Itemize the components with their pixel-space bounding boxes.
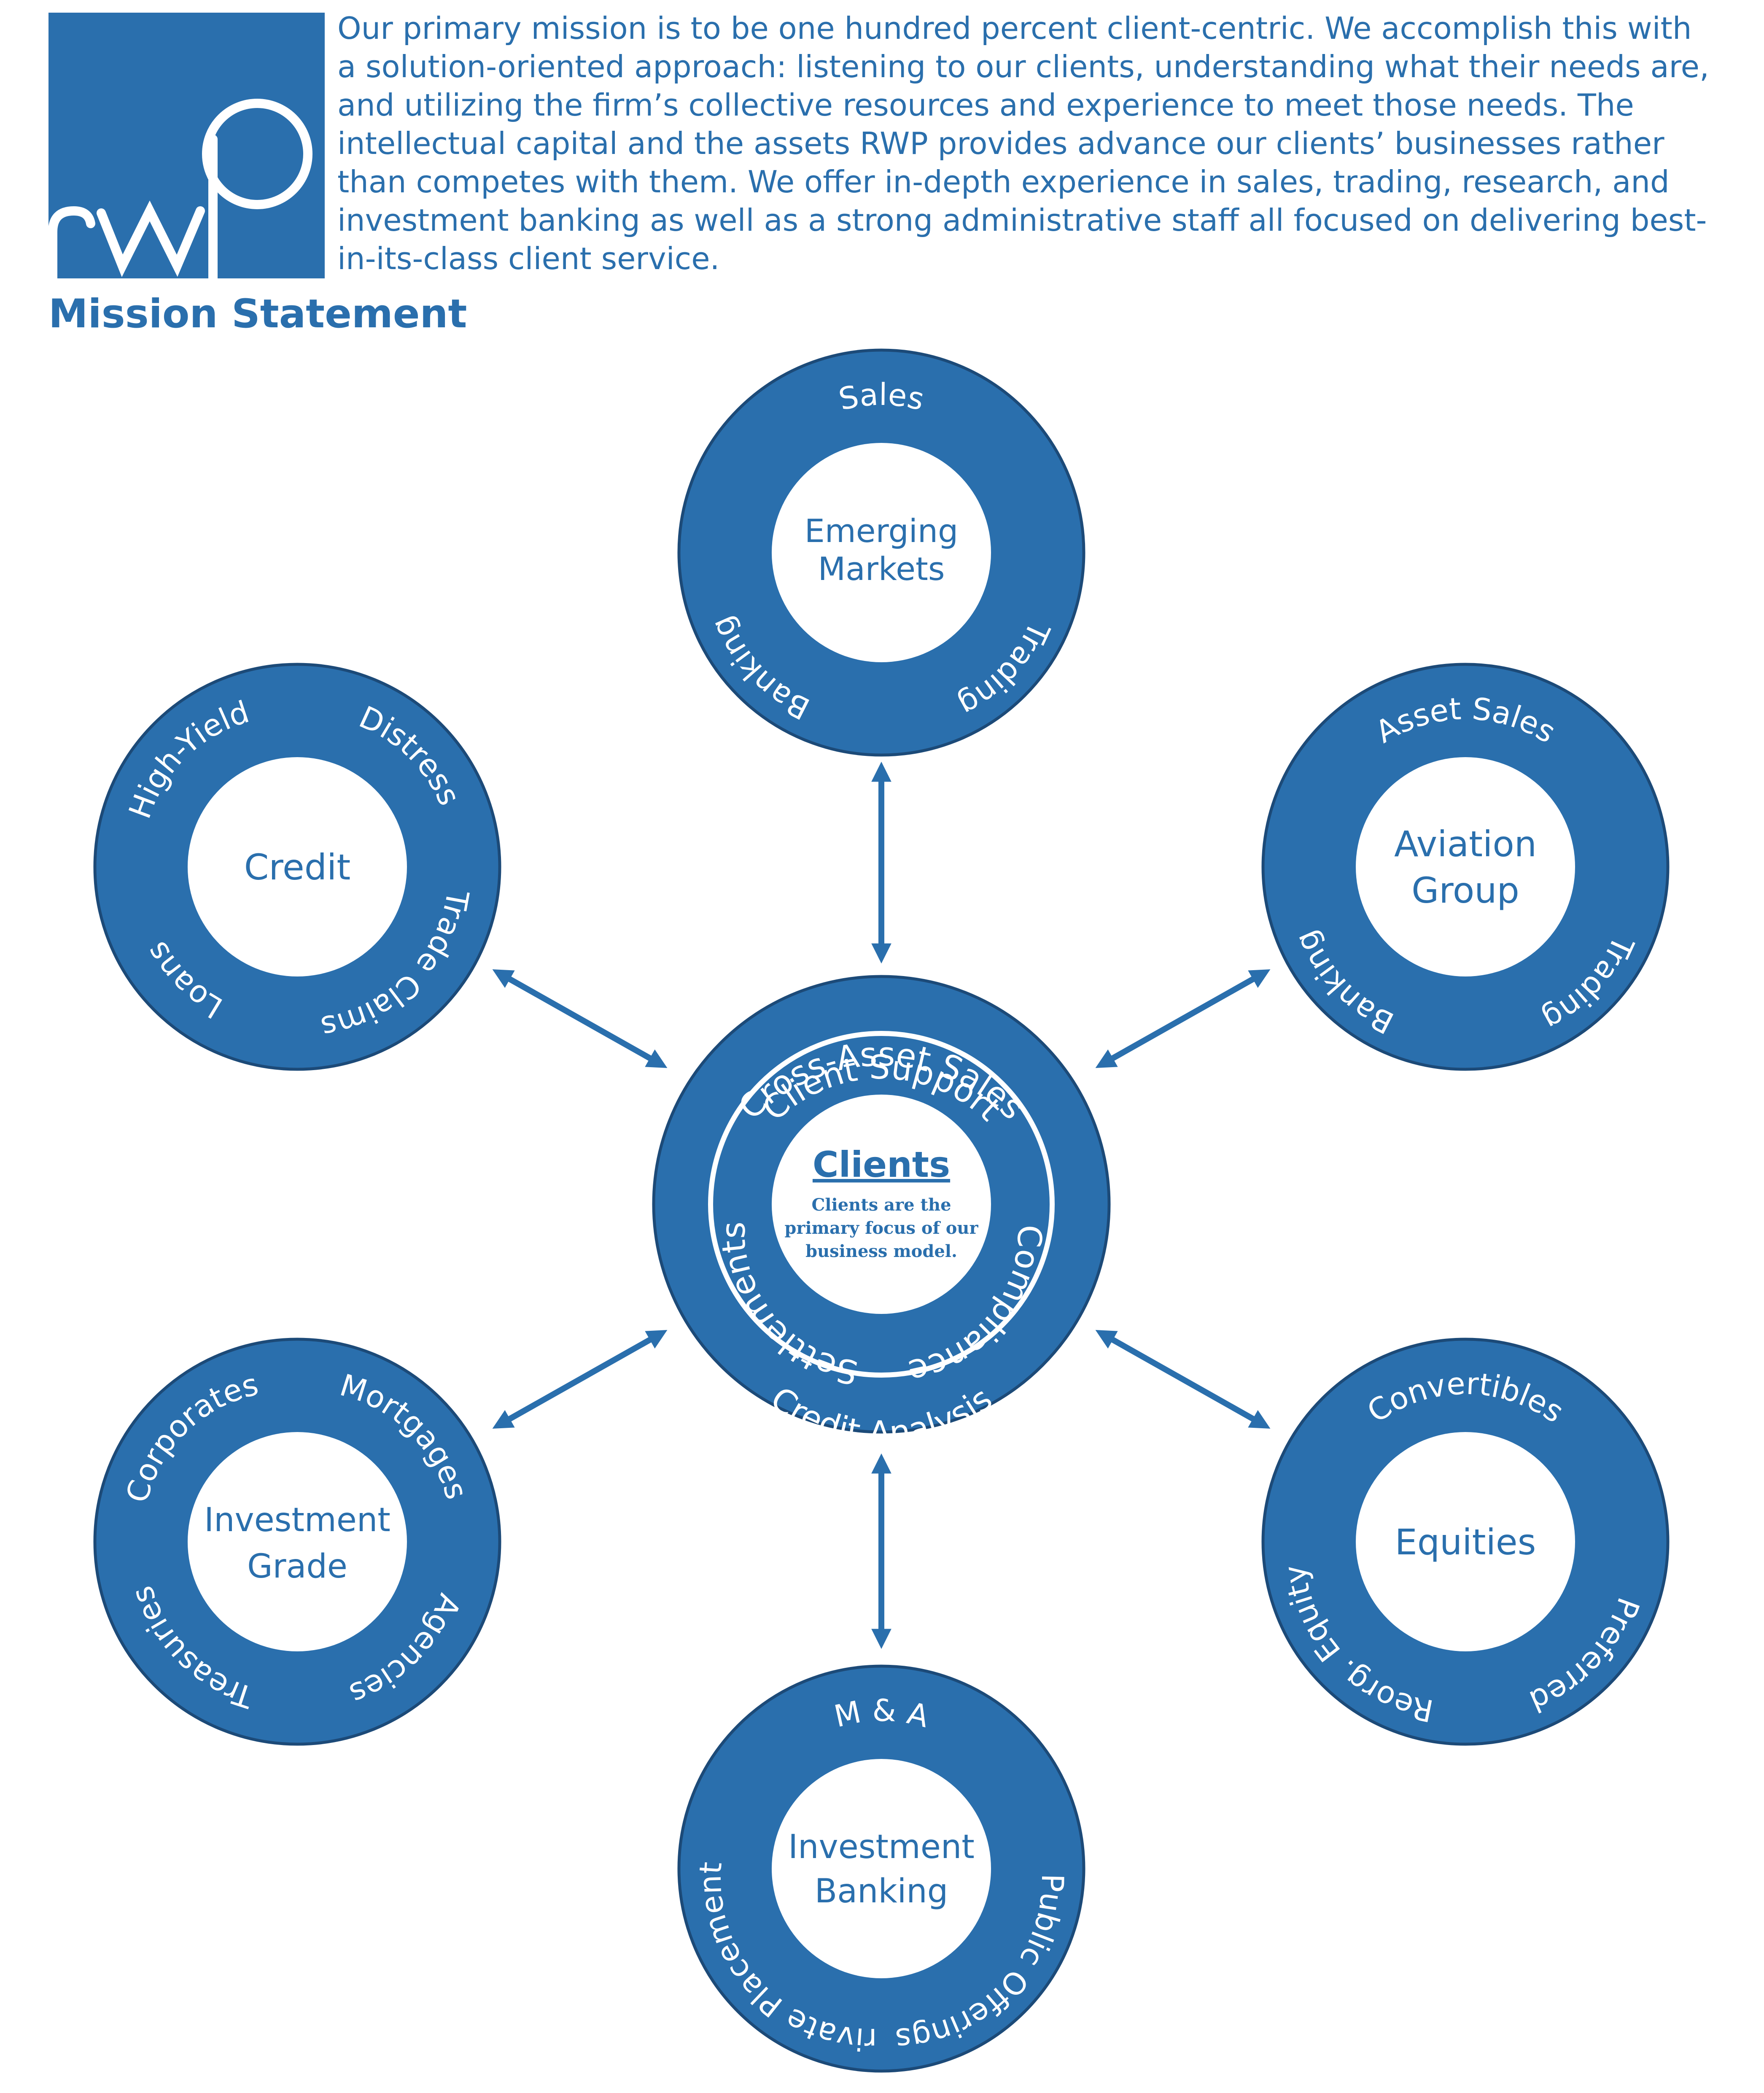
- center-description-line: primary focus of our: [784, 1218, 978, 1238]
- core: [772, 1759, 991, 1978]
- satellite-aviation-group: Asset Sales Banking Trading Aviation Gro…: [1261, 663, 1670, 1071]
- core-title-line: Banking: [815, 1872, 948, 1910]
- core: [188, 757, 407, 976]
- core-title-line: Group: [1411, 870, 1519, 911]
- arrow-investment-grade: [492, 1330, 668, 1429]
- satellite-credit: High-Yield Distress Loans Trade Claims C…: [93, 663, 501, 1071]
- core: [1356, 757, 1575, 976]
- core-title-line: Investment: [204, 1501, 391, 1539]
- center-clients: Cross-Asset Sales Credit Analysis Client…: [652, 975, 1111, 1452]
- core-title-line: Credit: [244, 847, 351, 888]
- satellite-investment-grade: Corporates Mortgages Treasuries Agencies…: [93, 1338, 501, 1746]
- core-title-line: Markets: [818, 550, 945, 588]
- logo-mark: [48, 99, 312, 278]
- satellite-equities: Convertibles Reorg. Equity Preferred Equ…: [1261, 1338, 1670, 1746]
- core-title-line: Equities: [1395, 1521, 1536, 1563]
- center-title: Clients: [813, 1144, 950, 1185]
- ring-label-top: Sales: [835, 377, 927, 418]
- center-divider-ring: [708, 1031, 1055, 1378]
- core: [1356, 1432, 1575, 1651]
- rwp-logo: [48, 13, 325, 278]
- core-title-line: Aviation: [1394, 823, 1537, 865]
- arrow-equities: [1095, 1330, 1271, 1429]
- center-description-line: Clients are the: [811, 1195, 951, 1215]
- connector-arrows: [492, 761, 1271, 1649]
- core-title-line: Grade: [247, 1548, 347, 1586]
- center-core: [772, 1095, 991, 1314]
- arrow-aviation-group: [1095, 969, 1271, 1068]
- core: [772, 443, 991, 662]
- mission-heading: Mission Statement: [48, 291, 467, 337]
- core: [188, 1432, 407, 1651]
- core-title-line: Investment: [788, 1828, 975, 1866]
- satellite-emerging-markets: Sales Banking Trading Emerging Markets: [677, 348, 1085, 757]
- arrow-credit: [492, 969, 668, 1068]
- mission-paragraph: Our primary mission is to be one hundred…: [337, 11, 1709, 276]
- center-description-line: business model.: [805, 1241, 957, 1261]
- core-title-line: Emerging: [805, 512, 959, 550]
- ring-label-top: M & A: [831, 1693, 932, 1734]
